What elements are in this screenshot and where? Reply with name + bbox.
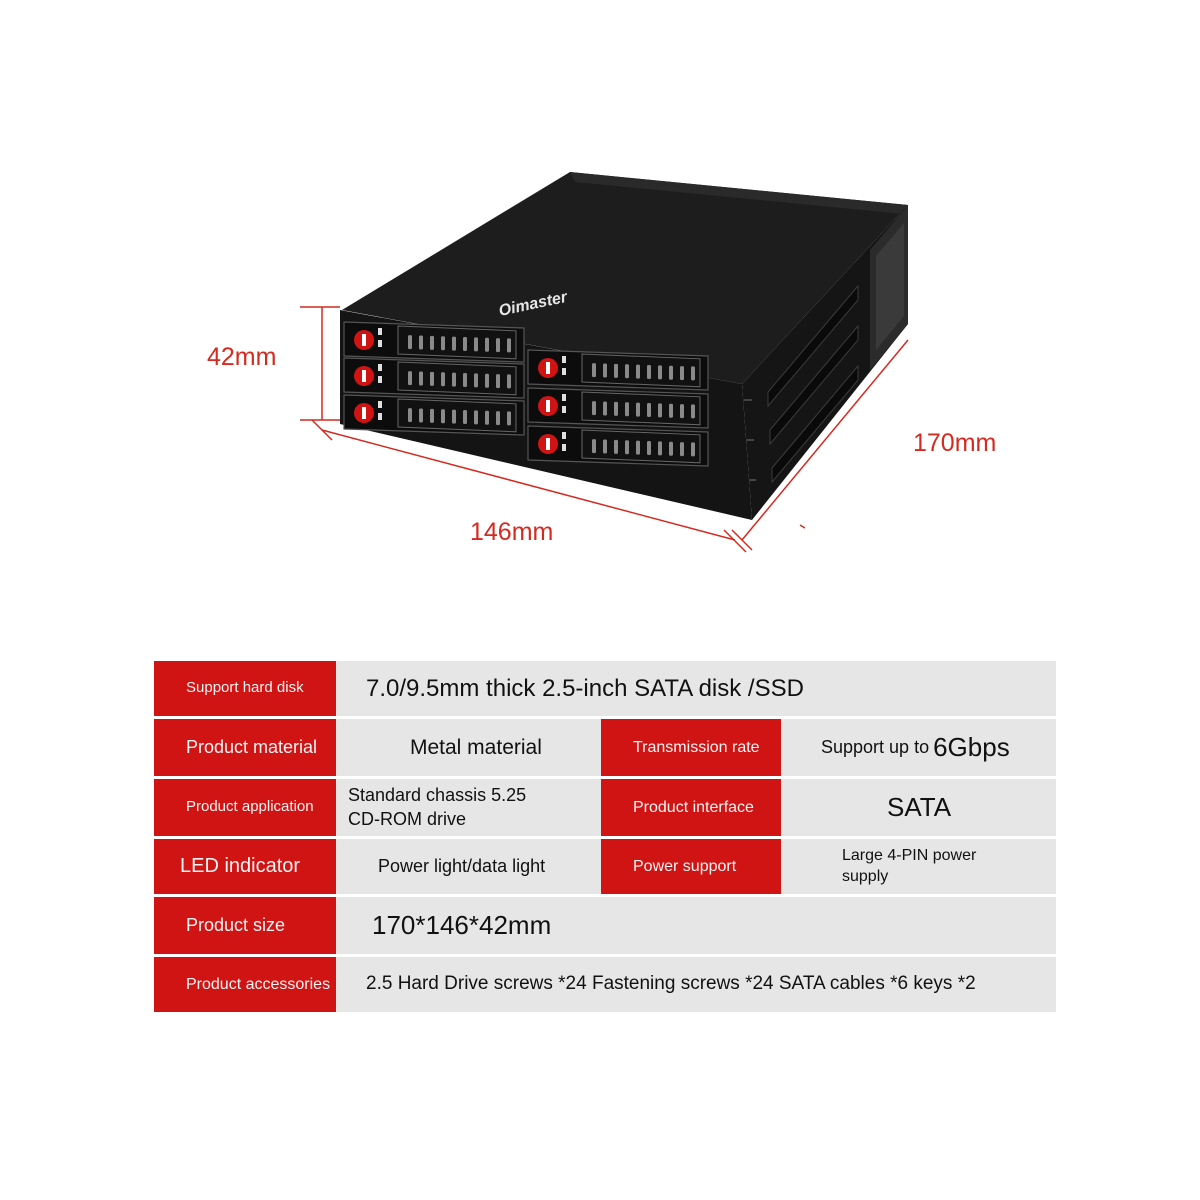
drive-bay-tray — [343, 321, 525, 363]
spec-row-led-power: LED indicator Power light/data light Pow… — [154, 839, 1056, 894]
product-image: Oimaster — [300, 172, 909, 553]
drive-bay-tray — [343, 394, 525, 436]
height-dimension-label: 42mm — [207, 343, 277, 371]
drive-bay-tray — [527, 349, 709, 391]
spec-label: Support hard disk — [154, 661, 336, 716]
spec-row-application-interface: Product application Standard chassis 5.2… — [154, 779, 1056, 836]
status-led — [562, 406, 566, 413]
spec-value: Support up to 6Gbps — [821, 719, 1051, 776]
status-led — [562, 368, 566, 375]
spec-row-support-hard-disk: Support hard disk 7.0/9.5mm thick 2.5-in… — [154, 661, 1056, 716]
rate-prefix: Support up to — [821, 736, 930, 757]
status-led — [378, 401, 382, 408]
spec-label: Product material — [154, 719, 336, 776]
drive-bays — [343, 321, 709, 467]
chassis-side — [742, 205, 908, 520]
spec-label: Product size — [154, 897, 336, 954]
spec-value: 7.0/9.5mm thick 2.5-inch SATA disk /SSD — [366, 674, 804, 702]
drive-bay-tray — [343, 357, 525, 399]
spec-value: Standard chassis 5.25 CD-ROM drive — [348, 785, 527, 829]
width-dimension-label: 146mm — [470, 518, 554, 546]
drive-bay-tray — [527, 387, 709, 429]
spec-label: Transmission rate — [601, 719, 781, 776]
status-led — [562, 432, 566, 439]
spec-label: Product interface — [601, 779, 781, 836]
spec-row-material-rate: Product material Metal material Transmis… — [154, 719, 1056, 776]
status-led — [378, 364, 382, 371]
depth-dimension-label: 170mm — [913, 429, 997, 457]
status-led — [378, 376, 382, 383]
status-led — [562, 356, 566, 363]
spec-value: 170*146*42mm — [372, 909, 552, 940]
spec-value: 2.5 Hard Drive screws *24 Fastening scre… — [366, 973, 976, 995]
spec-row-product-size: Product size 170*146*42mm — [154, 897, 1056, 954]
spec-value: Power light/data light — [378, 855, 546, 876]
spec-value: Large 4-PIN power supply — [842, 846, 977, 885]
spec-label: Power support — [601, 839, 781, 894]
spec-value: Metal material — [410, 735, 542, 759]
dimension-lines — [300, 306, 909, 553]
spec-label: Product application — [154, 779, 336, 836]
status-led — [562, 394, 566, 401]
rate-emphasis: 6Gbps — [933, 731, 1010, 762]
status-led — [378, 413, 382, 420]
status-led — [378, 328, 382, 335]
drive-bay-tray — [527, 425, 709, 467]
spec-label: LED indicator — [154, 839, 336, 894]
status-led — [378, 340, 382, 347]
spec-row-accessories: Product accessories 2.5 Hard Drive screw… — [154, 957, 1056, 1012]
spec-value: SATA — [887, 791, 952, 822]
status-led — [562, 444, 566, 451]
spec-label: Product accessories — [154, 957, 336, 1012]
